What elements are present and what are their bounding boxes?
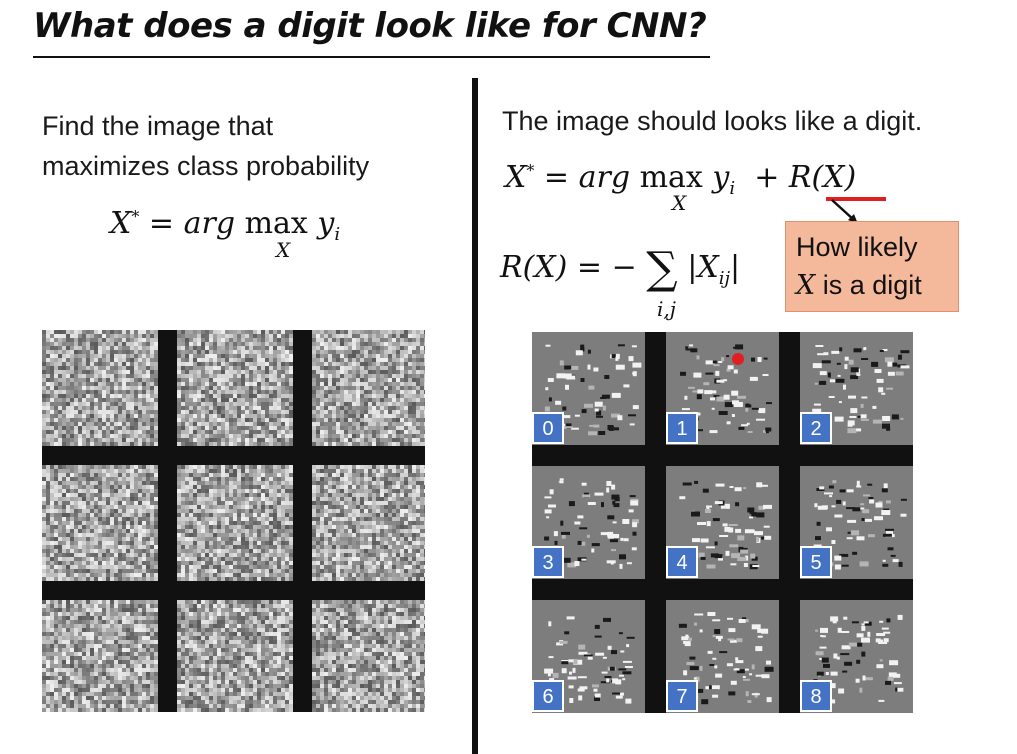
- noise-tile: [177, 465, 293, 581]
- noise-tile: [312, 465, 425, 581]
- eq2-absclose: |: [730, 250, 741, 285]
- eq1-max-underscript: X: [672, 191, 687, 215]
- digit-label: 1: [676, 418, 687, 440]
- digit-label-box: [800, 680, 832, 712]
- digit-label-box: [532, 680, 564, 712]
- red-dot-marker: [732, 353, 744, 365]
- title-underline: [33, 56, 710, 58]
- digit-label: 0: [542, 418, 553, 440]
- digit-tile: [800, 466, 913, 579]
- digit-label-box: [666, 546, 698, 578]
- eq-y: y: [317, 206, 335, 241]
- callout-line1: How likely: [796, 232, 918, 262]
- digit-label-box: [666, 680, 698, 712]
- digit-tile: [532, 600, 645, 713]
- eq-sub: i: [334, 224, 341, 245]
- slide-title: What does a digit look like for CNN?: [33, 6, 707, 46]
- column-divider: [472, 78, 478, 754]
- left-text-line1: Find the image that: [42, 111, 274, 141]
- digit-label-box: [532, 546, 564, 578]
- noise-image-grid: [42, 330, 425, 712]
- callout-x: X: [796, 270, 816, 301]
- digit-label-box: [532, 412, 564, 444]
- callout-line2: X is a digit: [796, 266, 958, 305]
- regularizer-highlight: [826, 197, 886, 201]
- summation-icon: ∑: [646, 243, 678, 294]
- eq-lhs: X: [110, 206, 132, 241]
- noise-tile: [42, 330, 158, 446]
- digit-label-box: [666, 412, 698, 444]
- noise-tile: [42, 465, 158, 581]
- noise-tile: [42, 600, 158, 712]
- eq2-lhs: R(X): [500, 250, 568, 285]
- eq1-lhs: X: [505, 160, 527, 195]
- right-equation-2: R(X) = − ∑ |Xij|: [500, 243, 740, 294]
- left-equation: X* = arg max yi: [110, 206, 340, 245]
- right-equation-1: X* = arg max yi + R(X): [505, 160, 856, 199]
- eq1-max: max: [639, 160, 703, 195]
- eq1-y: y: [712, 160, 730, 195]
- digit-label: 4: [676, 552, 687, 574]
- callout-box: How likely X is a digit: [785, 221, 959, 312]
- digit-label-box: [800, 412, 832, 444]
- eq2-sub: ij: [718, 268, 731, 289]
- left-text-line2: maximizes class probability: [42, 151, 370, 181]
- digit-label: 3: [542, 552, 553, 574]
- digit-label: 8: [810, 686, 821, 708]
- digit-label-box: [800, 546, 832, 578]
- right-text-line1: The image should looks like a digit.: [502, 106, 923, 136]
- noise-tile: [312, 600, 425, 712]
- digit-label: 6: [542, 686, 553, 708]
- eq1-plus: +: [754, 160, 780, 195]
- noise-tile: [312, 330, 425, 446]
- digit-label: 2: [810, 418, 821, 440]
- noise-tile: [177, 330, 293, 446]
- eq2-sum-underscript: i,j: [657, 297, 676, 321]
- eq1-sub: i: [729, 178, 736, 199]
- eq-equals: =: [148, 206, 175, 241]
- eq1-arg: arg: [578, 160, 631, 195]
- noise-tile: [177, 600, 293, 712]
- digit-image-grid: 0 1 2 3 4 5 6 7 8: [532, 332, 913, 713]
- eq1-reg: R(X): [788, 160, 857, 195]
- eq-arg: arg: [183, 206, 236, 241]
- eq-max: max: [244, 206, 308, 241]
- eq1-equals: =: [543, 160, 570, 195]
- digit-label: 7: [676, 686, 687, 708]
- eq2-abs: |X: [687, 250, 719, 285]
- eq-max-underscript: X: [276, 238, 291, 262]
- callout-line2-rest: is a digit: [815, 270, 922, 300]
- eq2-equals: = −: [576, 250, 637, 285]
- digit-label: 5: [810, 552, 821, 574]
- eq-star: *: [131, 207, 140, 226]
- eq1-star: *: [526, 161, 535, 180]
